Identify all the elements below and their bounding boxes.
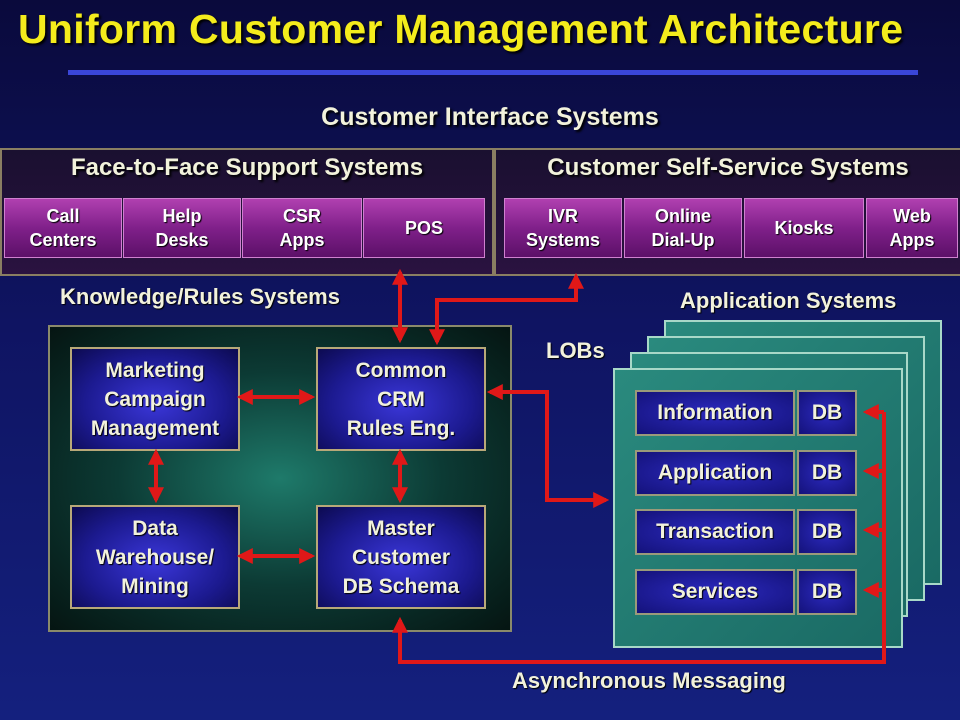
face-to-face-panel: Face-to-Face Support Systems Call Center… [0,148,494,276]
page-title: Uniform Customer Management Architecture [18,6,904,52]
transaction-db-box[interactable]: DB [797,509,857,555]
async-messaging-label: Asynchronous Messaging [512,668,786,693]
web-apps-tile[interactable]: Web Apps [866,198,958,258]
self-service-panel: Customer Self-Service Systems IVR System… [494,148,960,276]
title-underline [68,70,918,75]
data-warehouse-box[interactable]: Data Warehouse/ Mining [70,505,240,609]
services-box[interactable]: Services [635,569,795,615]
face-to-face-title: Face-to-Face Support Systems [70,154,424,181]
self-service-title: Customer Self-Service Systems [547,154,909,181]
transaction-box[interactable]: Transaction [635,509,795,555]
application-db-box[interactable]: DB [797,450,857,496]
crm-ivr-arrow [429,272,584,346]
master-customer-box[interactable]: Master Customer DB Schema [316,505,486,609]
crm-application-arrow [486,384,610,508]
information-db-box[interactable]: DB [797,390,857,436]
information-box[interactable]: Information [635,390,795,436]
help-desks-tile[interactable]: Help Desks [123,198,241,258]
call-centers-tile[interactable]: Call Centers [4,198,122,258]
knowledge-heading: Knowledge/Rules Systems [60,284,340,309]
services-db-box[interactable]: DB [797,569,857,615]
marketing-campaign-box[interactable]: Marketing Campaign Management [70,347,240,451]
kiosks-tile[interactable]: Kiosks [744,198,864,258]
async-messaging-line [392,412,886,664]
pos-tile[interactable]: POS [363,198,485,258]
common-crm-box[interactable]: Common CRM Rules Eng. [316,347,486,451]
customer-interface-heading: Customer Interface Systems [321,103,659,131]
online-dial-up-tile[interactable]: Online Dial-Up [624,198,742,258]
ivr-systems-tile[interactable]: IVR Systems [504,198,622,258]
csr-apps-tile[interactable]: CSR Apps [242,198,362,258]
application-box[interactable]: Application [635,450,795,496]
knowledge-rules-container: Marketing Campaign Management Common CRM… [48,325,512,632]
lob-layer-1: Information DB Application DB Transactio… [613,368,903,648]
application-systems-heading: Application Systems [680,288,897,313]
